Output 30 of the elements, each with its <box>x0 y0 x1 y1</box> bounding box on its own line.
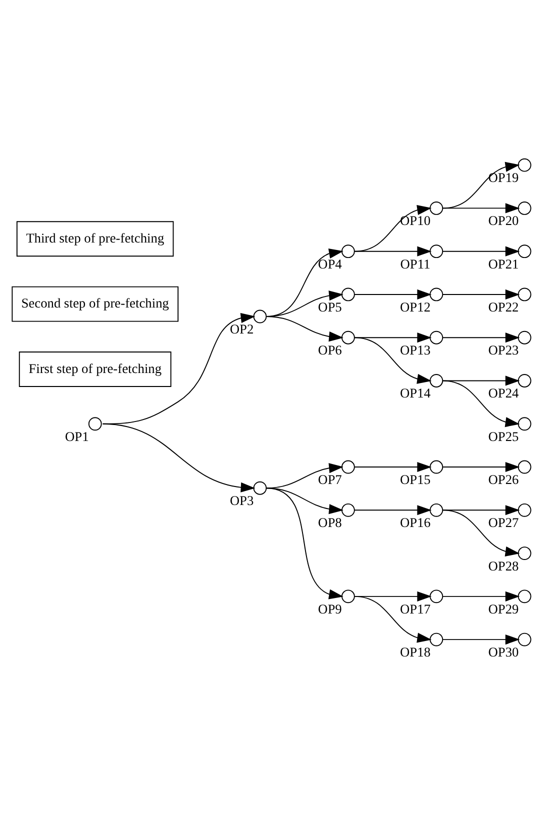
node-label: OP21 <box>488 256 519 272</box>
node-label: OP25 <box>488 428 519 444</box>
node-label: OP4 <box>318 256 342 272</box>
node-label: OP18 <box>400 644 431 660</box>
node-label: OP16 <box>400 515 431 530</box>
node-label: OP26 <box>488 472 519 487</box>
node-label: OP6 <box>318 342 342 358</box>
node-label: OP24 <box>488 386 519 401</box>
node-label: OP9 <box>318 601 342 616</box>
node-label: OP11 <box>400 256 430 272</box>
node-label: OP28 <box>488 558 519 574</box>
node-label: OP19 <box>488 170 519 186</box>
node-label: OP14 <box>400 386 431 401</box>
node-label: OP7 <box>318 472 342 487</box>
node-label: OP30 <box>488 644 519 660</box>
node-label: OP12 <box>400 299 431 314</box>
node-label: OP2 <box>230 321 254 336</box>
node-label: OP8 <box>318 515 342 530</box>
node-label: OP3 <box>230 493 254 508</box>
node-label: OP10 <box>400 213 431 228</box>
node-label: OP20 <box>488 213 519 228</box>
node-label: OP5 <box>318 299 342 314</box>
node-label: OP23 <box>488 342 519 358</box>
node-label: OP29 <box>488 601 519 616</box>
node-label: OP1 <box>64 428 89 444</box>
node-label: OP17 <box>400 601 431 616</box>
node-label: OP27 <box>488 515 519 530</box>
node-label: OP22 <box>488 299 519 314</box>
node-label: OP13 <box>400 342 431 358</box>
node-label: OP15 <box>400 472 431 487</box>
